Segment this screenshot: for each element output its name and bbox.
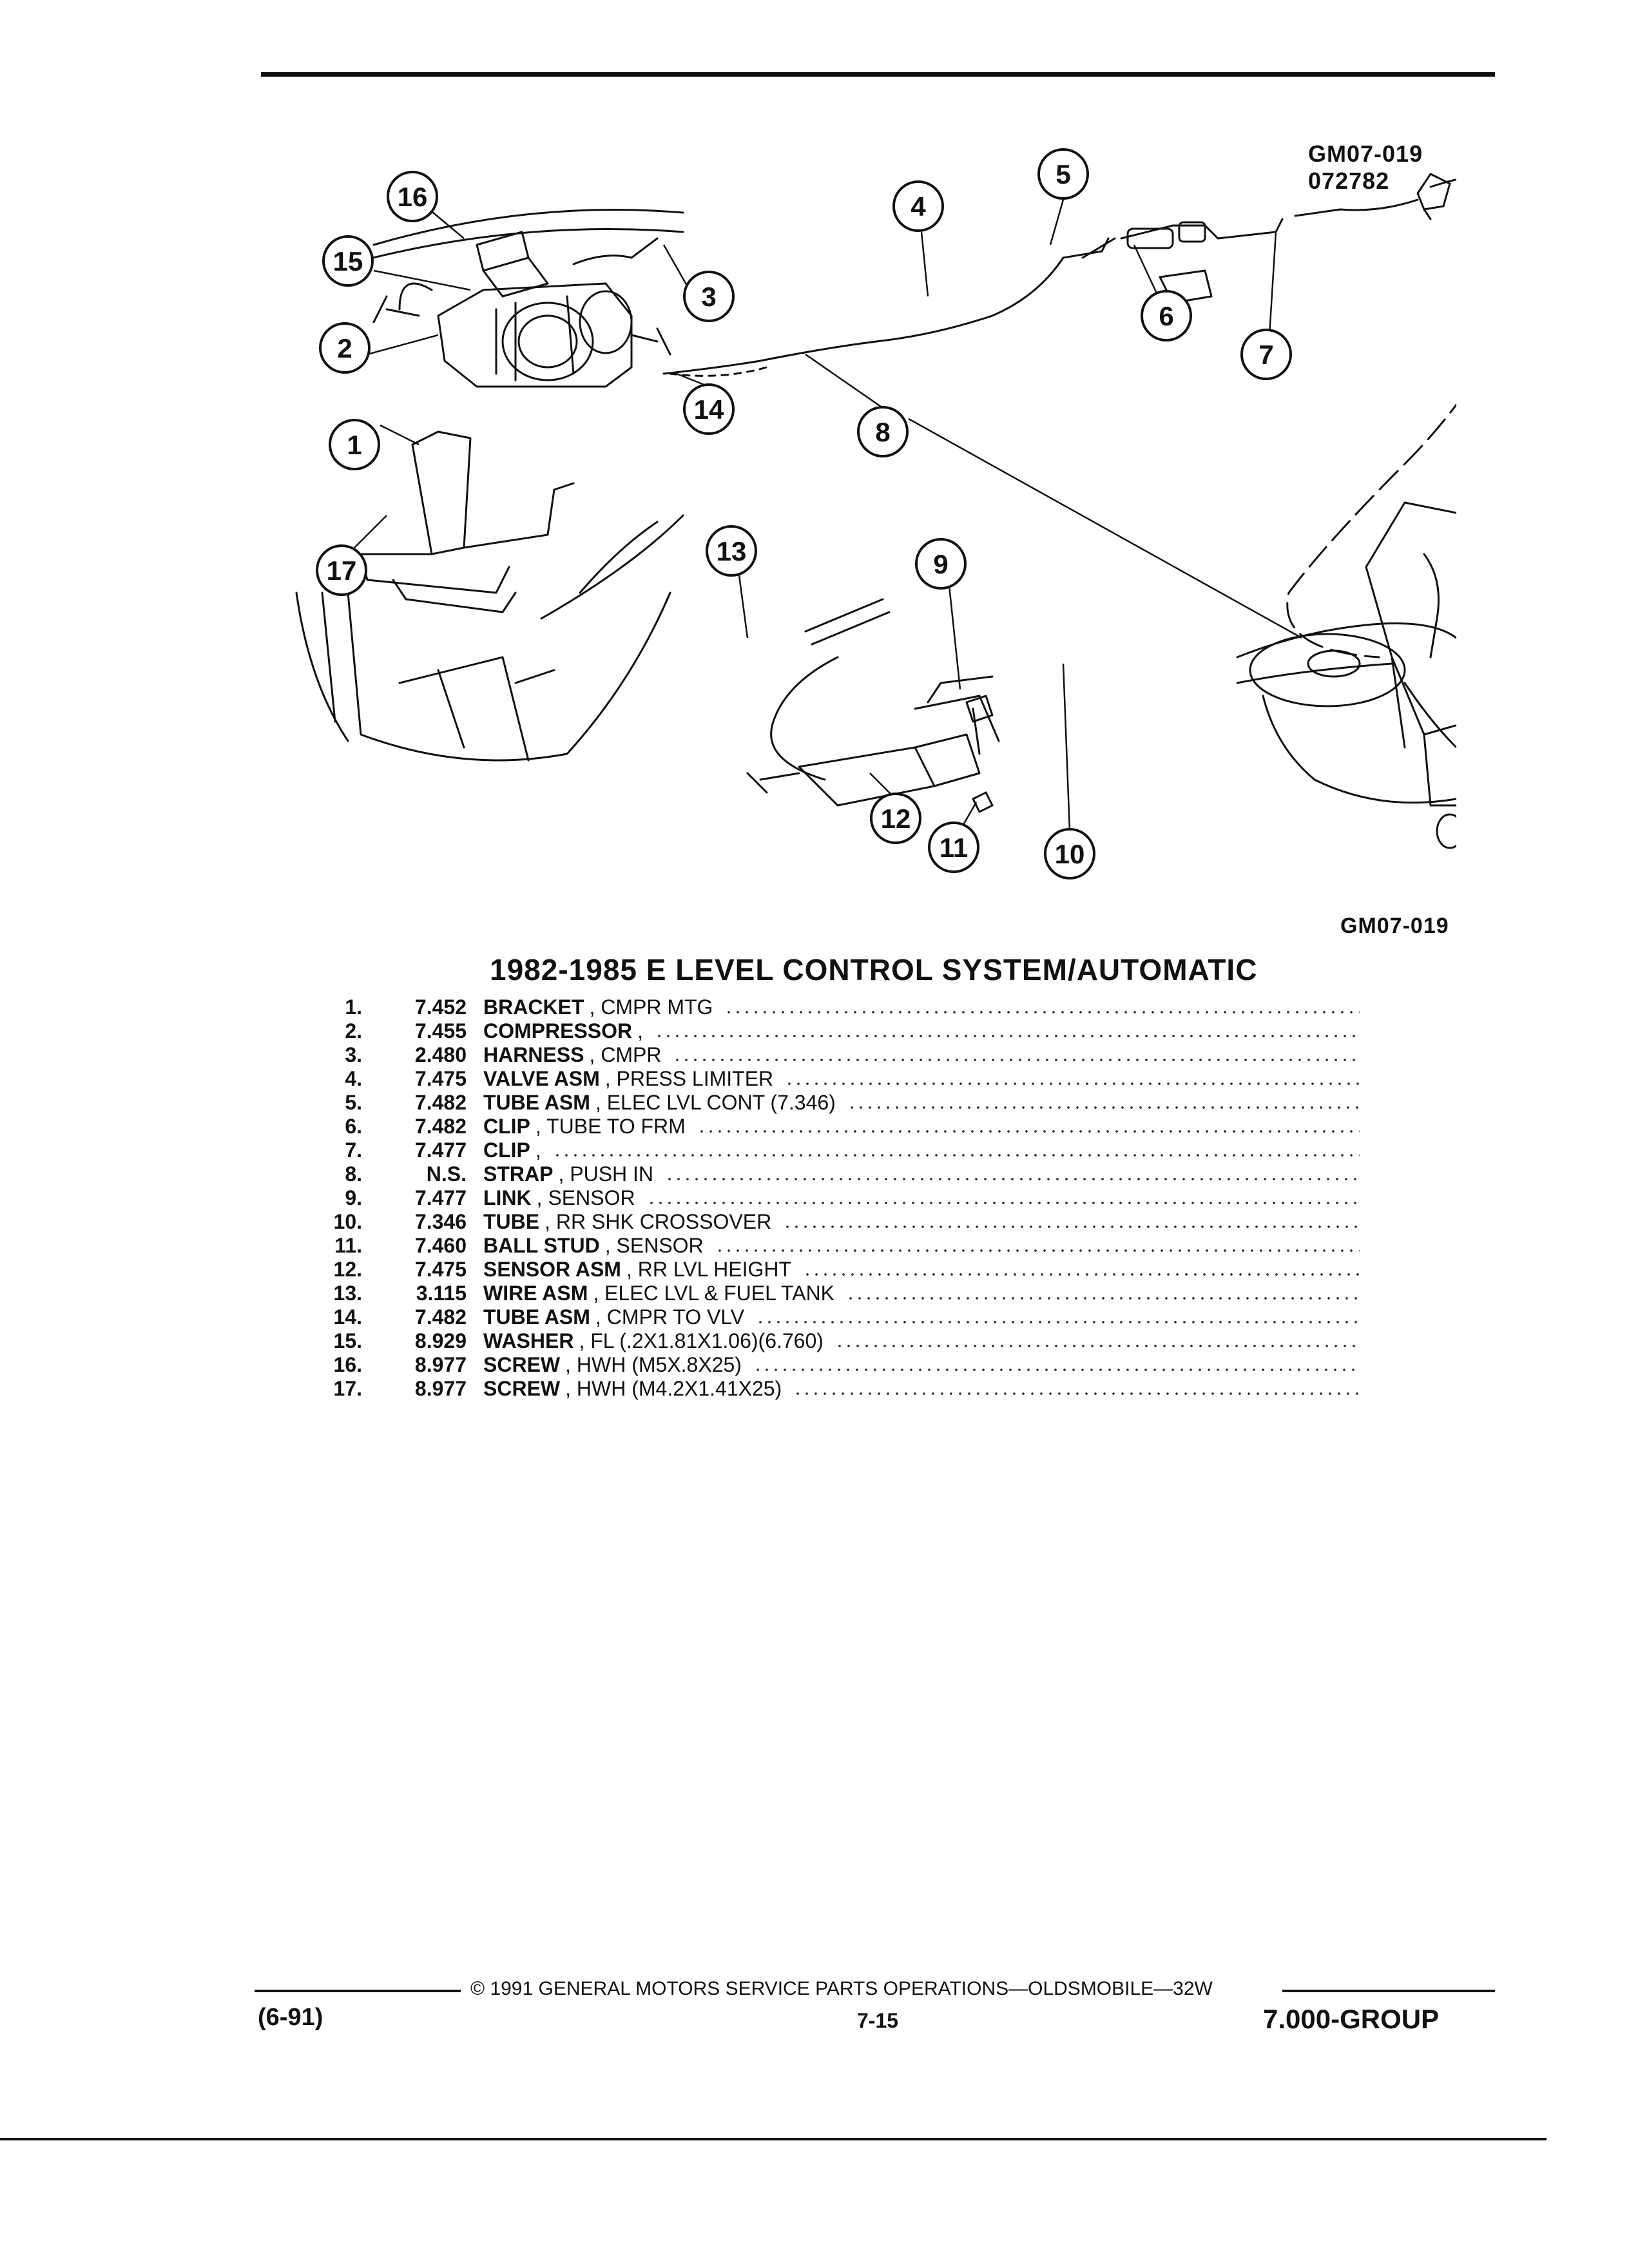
leader-dots	[673, 1058, 1360, 1062]
callout-4: 4	[911, 191, 926, 222]
footer-copyright: © 1991 GENERAL MOTORS SERVICE PARTS OPER…	[470, 1978, 1213, 1999]
leader-dots	[846, 1296, 1360, 1300]
top-rule	[261, 72, 1495, 77]
callout-2: 2	[337, 333, 352, 363]
leader-dots	[646, 1201, 1360, 1205]
bottom-rule	[0, 2138, 1547, 2140]
footer-rule-right	[1282, 1990, 1495, 1992]
leader-dots	[756, 1320, 1360, 1324]
callout-7: 7	[1258, 340, 1273, 370]
figure-date-code: 072782	[1308, 168, 1390, 194]
callout-1: 1	[347, 430, 361, 460]
callout-6: 6	[1159, 301, 1173, 331]
leader-dots	[697, 1129, 1360, 1133]
leader-dots	[847, 1106, 1360, 1110]
callout-17: 17	[327, 555, 357, 586]
callout-3: 3	[701, 282, 716, 312]
leader-dots	[715, 1249, 1360, 1253]
leader-dots	[655, 1034, 1360, 1038]
leader-dots	[665, 1177, 1360, 1181]
callout-15: 15	[333, 246, 363, 276]
leader-dots	[785, 1082, 1360, 1086]
leader-dots	[724, 1010, 1360, 1014]
footer-group: 7.000-GROUP	[1263, 2004, 1440, 2034]
footer-rule-left	[255, 1990, 461, 1992]
callout-10: 10	[1055, 839, 1085, 869]
leader-dots	[793, 1392, 1360, 1396]
exploded-parts-diagram: 1 2 3 4 5 6 7 8 9 10 11 12 13 14 15 16 1…	[295, 148, 1456, 879]
callout-14: 14	[694, 394, 724, 425]
leader-dots	[753, 1368, 1360, 1372]
callout-16: 16	[398, 182, 428, 212]
leader-dots	[783, 1225, 1360, 1229]
leader-dots	[552, 1153, 1360, 1157]
page-title: 1982-1985 E LEVEL CONTROL SYSTEM/AUTOMAT…	[490, 953, 1258, 986]
footer-page-number: 7-15	[857, 2009, 899, 2032]
callout-9: 9	[933, 549, 948, 579]
callout-11: 11	[940, 832, 968, 863]
figure-code-top: GM07-019	[1308, 140, 1423, 167]
leader-dots	[834, 1344, 1360, 1348]
callout-13: 13	[717, 536, 747, 566]
callout-5: 5	[1055, 159, 1070, 189]
callout-12: 12	[881, 803, 911, 834]
list-item: 8.N.S.STRAP, PUSH IN	[303, 1162, 1360, 1186]
callout-8: 8	[875, 417, 890, 447]
footer-revision: (6-91)	[258, 2004, 323, 2031]
leader-dots	[803, 1273, 1360, 1276]
figure-code-bottom: GM07-019	[1340, 914, 1449, 938]
